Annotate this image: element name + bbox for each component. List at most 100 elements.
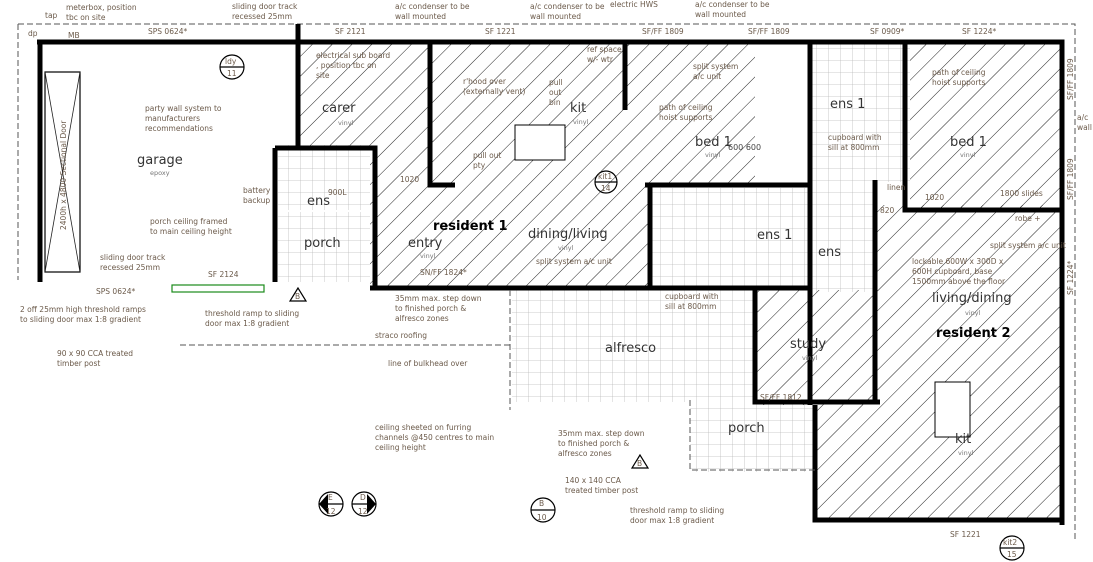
plan-label: SN/FF 1824* (420, 268, 467, 277)
plan-label: vinyl (705, 151, 721, 159)
plan-label: 12 (358, 507, 368, 516)
plan-label: kit1 (598, 172, 612, 181)
plan-label: E (328, 493, 333, 502)
tiled-areas (278, 42, 910, 472)
revision-triangle: B B (288, 286, 650, 469)
room-ens-left: ens (307, 194, 330, 209)
plan-label: vinyl (573, 118, 589, 126)
plan-label: robe + (1015, 214, 1041, 223)
plan-label: B (295, 292, 300, 301)
kitchen-island-1 (514, 124, 566, 161)
plan-label: SF 0909* (870, 27, 905, 36)
room-alfresco: alfresco (605, 341, 656, 356)
plan-label: SF 1224* (1066, 260, 1075, 295)
plan-label: 14 (601, 184, 611, 193)
room-porch-2: porch (728, 421, 765, 436)
room-ens1-top: ens 1 (830, 97, 865, 112)
plan-label: 12 (326, 507, 336, 516)
window-door-codes: SPS 0624* SF 2121 SF 1221 SF/FF 1809 SF/… (96, 27, 1075, 539)
plan-label: B (637, 459, 642, 468)
plan-label: 1020 (925, 193, 944, 202)
plan-label: 820 (880, 206, 895, 215)
plan-label: SF/FF 1809 (642, 27, 684, 36)
plan-label: split system a/c unit (536, 257, 612, 266)
plan-label: dp (28, 29, 38, 38)
room-kit-2: kit (955, 432, 971, 447)
plan-label: linen (887, 183, 906, 192)
plan-label: vinyl (802, 354, 818, 362)
plan-label: B (539, 499, 544, 508)
plan-label: vinyl (420, 252, 436, 260)
plan-label: tap (45, 11, 58, 20)
tag-kit1[interactable]: kit1 14 (594, 170, 618, 194)
plan-label: SF 1224* (962, 27, 997, 36)
plan-label: vinyl (958, 449, 974, 457)
room-garage: garage (137, 153, 183, 168)
meterbox-label: MB (68, 31, 80, 40)
section-marker-d[interactable]: D12 (351, 491, 377, 517)
plan-label: 1800 slides (1000, 189, 1043, 198)
room-ens1-lower: ens 1 (757, 228, 792, 243)
room-study: study (790, 337, 826, 352)
plan-label: SF 2121 (335, 27, 366, 36)
garage-sectional-door: 2400h x 4800 Sectional Door (44, 71, 81, 273)
room-dining-living: dining/living (528, 227, 608, 242)
room-ens-res2: ens (818, 245, 841, 260)
plan-label: r'hood over(externally vent) (463, 77, 525, 96)
plan-label: electric HWS (610, 0, 658, 9)
plan-label: vinyl (960, 151, 976, 159)
plan-label: vinyl (338, 119, 354, 127)
threshold-ramp (171, 284, 265, 293)
plan-label: line of bulkhead over (388, 359, 468, 368)
plan-label: SF/FF 1809 (1066, 58, 1075, 100)
section-marker-b[interactable]: B 10 (530, 497, 556, 523)
walls (37, 24, 1065, 525)
plan-label: split system a/c unit (990, 241, 1066, 250)
plan-label: 10 (537, 513, 547, 522)
plan-label: SF/FF 1809 (748, 27, 790, 36)
plan-label: SPS 0624* (148, 27, 188, 36)
plan-label: 15 (1007, 550, 1017, 559)
plan-label: SF 1221 (485, 27, 516, 36)
alfresco-roof-line (180, 290, 815, 471)
plan-label: straco roofing (375, 331, 427, 340)
room-kit-1: kit (570, 101, 586, 116)
plan-label: ldy (225, 57, 237, 66)
plan-label: SF/FF 1809 (1066, 158, 1075, 200)
plan-label: 900L (328, 188, 347, 197)
room-living-dining-2: living/dining (932, 291, 1012, 306)
section-marker-e[interactable]: E 12 (318, 491, 344, 517)
room-carer: carer (322, 101, 356, 116)
tag-kit2[interactable]: kit2 15 (999, 535, 1025, 561)
plan-label: SF/FF 1812 (760, 393, 802, 402)
resident-1-title: resident 1 (433, 219, 508, 234)
plan-label: 1020 (400, 175, 419, 184)
plan-label: kit2 (1003, 538, 1017, 547)
plan-label: SF 2124 (208, 270, 239, 279)
plan-label: vinyl (965, 309, 981, 317)
